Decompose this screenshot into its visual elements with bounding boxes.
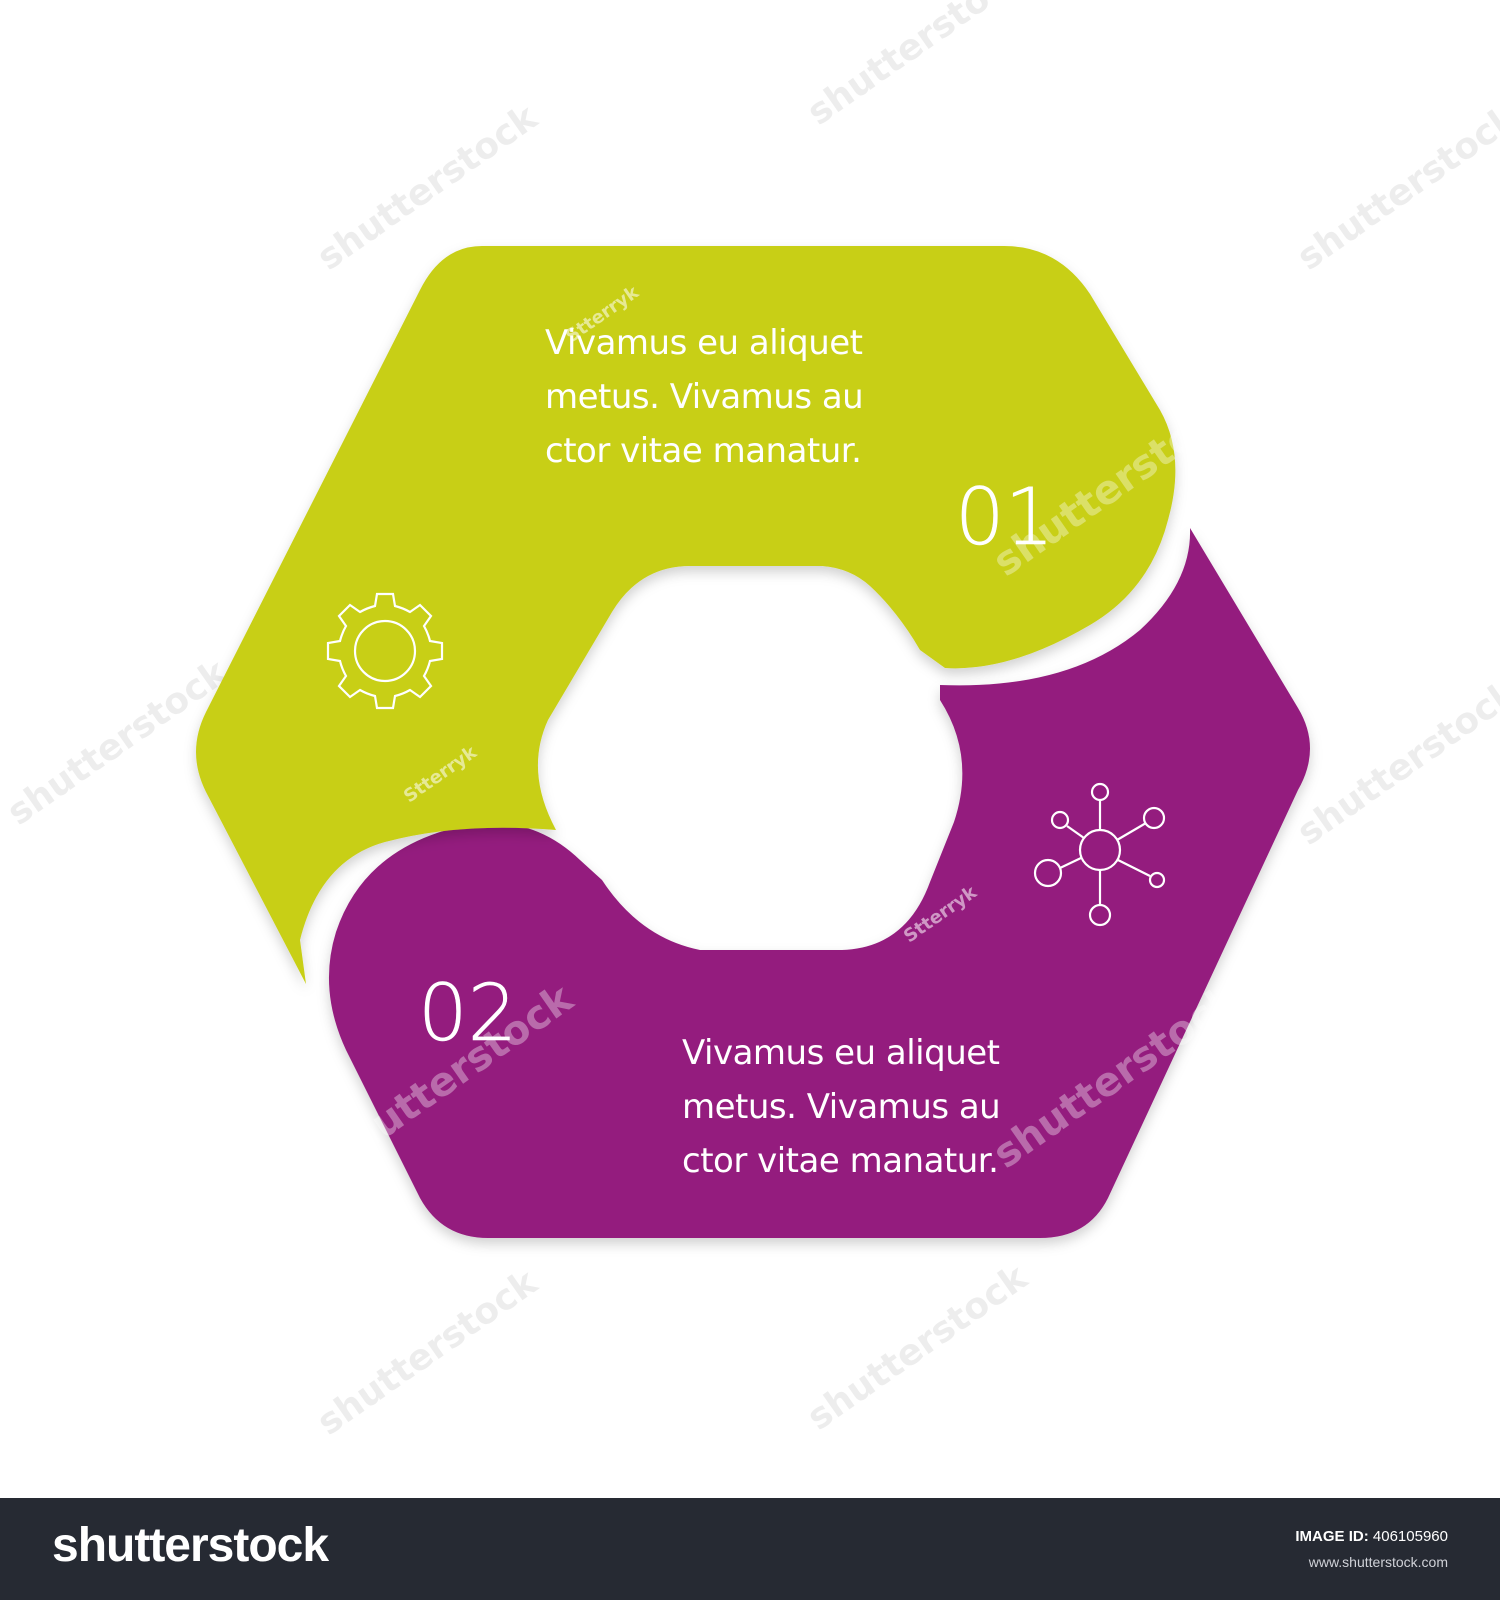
segment-1-number: 01 <box>955 473 1055 563</box>
gear-icon <box>326 592 444 710</box>
hexagon-cycle-diagram <box>196 246 1310 1238</box>
footer-logo: shutterstock <box>52 1519 329 1572</box>
segment-2-number: 02 <box>418 969 518 1059</box>
segment-1-shape <box>196 246 1176 984</box>
image-id: IMAGE ID: 406105960 <box>1295 1528 1448 1545</box>
segment-2-text: Vivamus eu aliquet metus. Vivamus au cto… <box>682 1033 1001 1181</box>
segment-2-shape <box>328 528 1310 1238</box>
segment-1-text: Vivamus eu aliquet metus. Vivamus au cto… <box>545 323 864 471</box>
network-icon <box>1033 782 1166 927</box>
image-id-label: IMAGE ID: <box>1295 1528 1369 1545</box>
footer-url: www.shutterstock.com <box>1308 1554 1448 1570</box>
image-id-value: 406105960 <box>1372 1528 1448 1545</box>
footer-bar: shutterstock IMAGE ID: 406105960 www.shu… <box>0 1498 1500 1600</box>
